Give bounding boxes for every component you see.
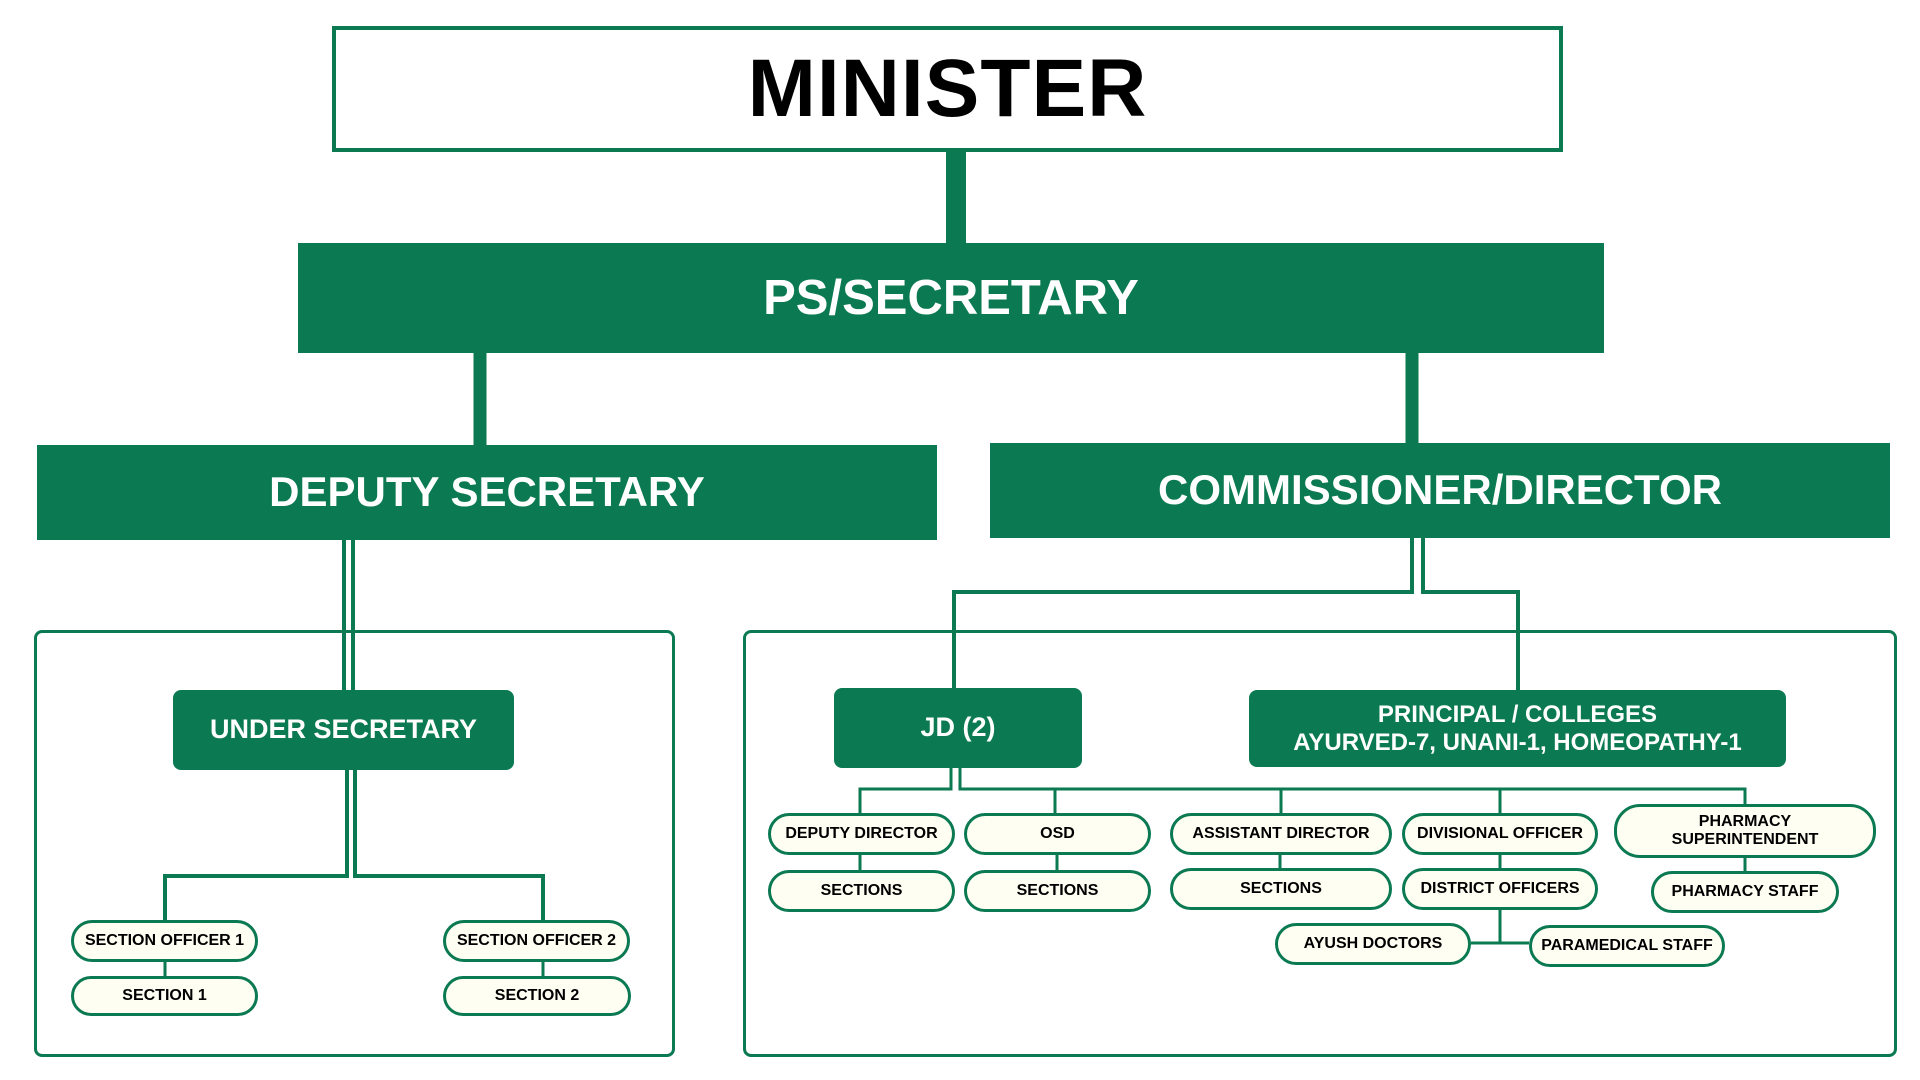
sections-deputy-director-label: SECTIONS xyxy=(820,881,903,899)
connector-jd-bus xyxy=(958,768,1747,806)
ps-secretary-label: PS/SECRETARY xyxy=(763,270,1139,325)
commissioner-director-box: COMMISSIONER/DIRECTOR xyxy=(990,443,1890,538)
jd-box: JD (2) xyxy=(834,688,1082,768)
section-officer-2-label: SECTION OFFICER 2 xyxy=(456,931,617,949)
ps-secretary-box: PS/SECRETARY xyxy=(298,243,1604,353)
principal-colleges-label: PRINCIPAL / COLLEGES xyxy=(1377,700,1658,728)
district-officers-label: DISTRICT OFFICERS xyxy=(1420,879,1580,897)
divisional-officer: DIVISIONAL OFFICER xyxy=(1402,813,1598,855)
paramedical-staff: PARAMEDICAL STAFF xyxy=(1529,925,1725,967)
divisional-officer-label: DIVISIONAL OFFICER xyxy=(1417,824,1583,842)
connector-under-so2 xyxy=(353,770,545,922)
pharmacy-staff: PHARMACY STAFF xyxy=(1651,871,1839,913)
ayush-doctors: AYUSH DOCTORS xyxy=(1275,923,1471,965)
section-officer-1-label: SECTION OFFICER 1 xyxy=(84,931,245,949)
district-officers: DISTRICT OFFICERS xyxy=(1402,868,1598,910)
section-1: SECTION 1 xyxy=(71,976,258,1016)
sections-osd: SECTIONS xyxy=(964,870,1151,912)
deputy-secretary-label: DEPUTY SECRETARY xyxy=(269,468,705,516)
osd-label: OSD xyxy=(1040,824,1075,842)
pharmacy-superintendent-line2: SUPERINTENDENT xyxy=(1671,831,1819,848)
section-2-label: SECTION 2 xyxy=(494,986,580,1004)
connector-jd-deputy-director xyxy=(858,768,953,814)
connector-under-so1 xyxy=(163,770,349,922)
under-secretary-box: UNDER SECRETARY xyxy=(173,690,514,770)
deputy-director: DEPUTY DIRECTOR xyxy=(768,813,955,855)
ayush-doctors-label: AYUSH DOCTORS xyxy=(1303,934,1443,952)
section-officer-1: SECTION OFFICER 1 xyxy=(71,920,258,962)
jd-label: JD (2) xyxy=(920,712,996,743)
pharmacy-superintendent: PHARMACY SUPERINTENDENT xyxy=(1614,804,1876,858)
principal-colleges-box: PRINCIPAL / COLLEGES AYURVED-7, UNANI-1,… xyxy=(1249,690,1786,767)
assistant-director-label: ASSISTANT DIRECTOR xyxy=(1192,824,1370,842)
pharmacy-superintendent-line1: PHARMACY xyxy=(1698,812,1792,830)
assistant-director: ASSISTANT DIRECTOR xyxy=(1170,813,1392,855)
osd: OSD xyxy=(964,813,1151,855)
under-secretary-label: UNDER SECRETARY xyxy=(209,714,478,745)
minister-label: MINISTER xyxy=(747,42,1148,134)
sections-deputy-director: SECTIONS xyxy=(768,870,955,912)
paramedical-staff-label: PARAMEDICAL STAFF xyxy=(1541,936,1713,954)
connector-commissioner-jd xyxy=(952,538,1414,688)
minister-box: MINISTER xyxy=(332,26,1563,152)
section-2: SECTION 2 xyxy=(443,976,631,1016)
right-panel xyxy=(743,630,1897,1057)
pharmacy-staff-label: PHARMACY STAFF xyxy=(1671,882,1819,900)
deputy-secretary-box: DEPUTY SECRETARY xyxy=(37,445,937,540)
connector-commissioner-principal xyxy=(1421,538,1520,690)
commissioner-director-label: COMMISSIONER/DIRECTOR xyxy=(1158,466,1722,514)
section-1-label: SECTION 1 xyxy=(122,986,207,1004)
sections-assistant-director: SECTIONS xyxy=(1170,868,1392,910)
left-panel xyxy=(34,630,675,1057)
sections-osd-label: SECTIONS xyxy=(1016,881,1099,899)
section-officer-2: SECTION OFFICER 2 xyxy=(443,920,630,962)
deputy-director-label: DEPUTY DIRECTOR xyxy=(785,824,938,842)
sections-assistant-director-label: SECTIONS xyxy=(1240,879,1322,897)
principal-colleges-detail: AYURVED-7, UNANI-1, HOMEOPATHY-1 xyxy=(1293,728,1742,756)
